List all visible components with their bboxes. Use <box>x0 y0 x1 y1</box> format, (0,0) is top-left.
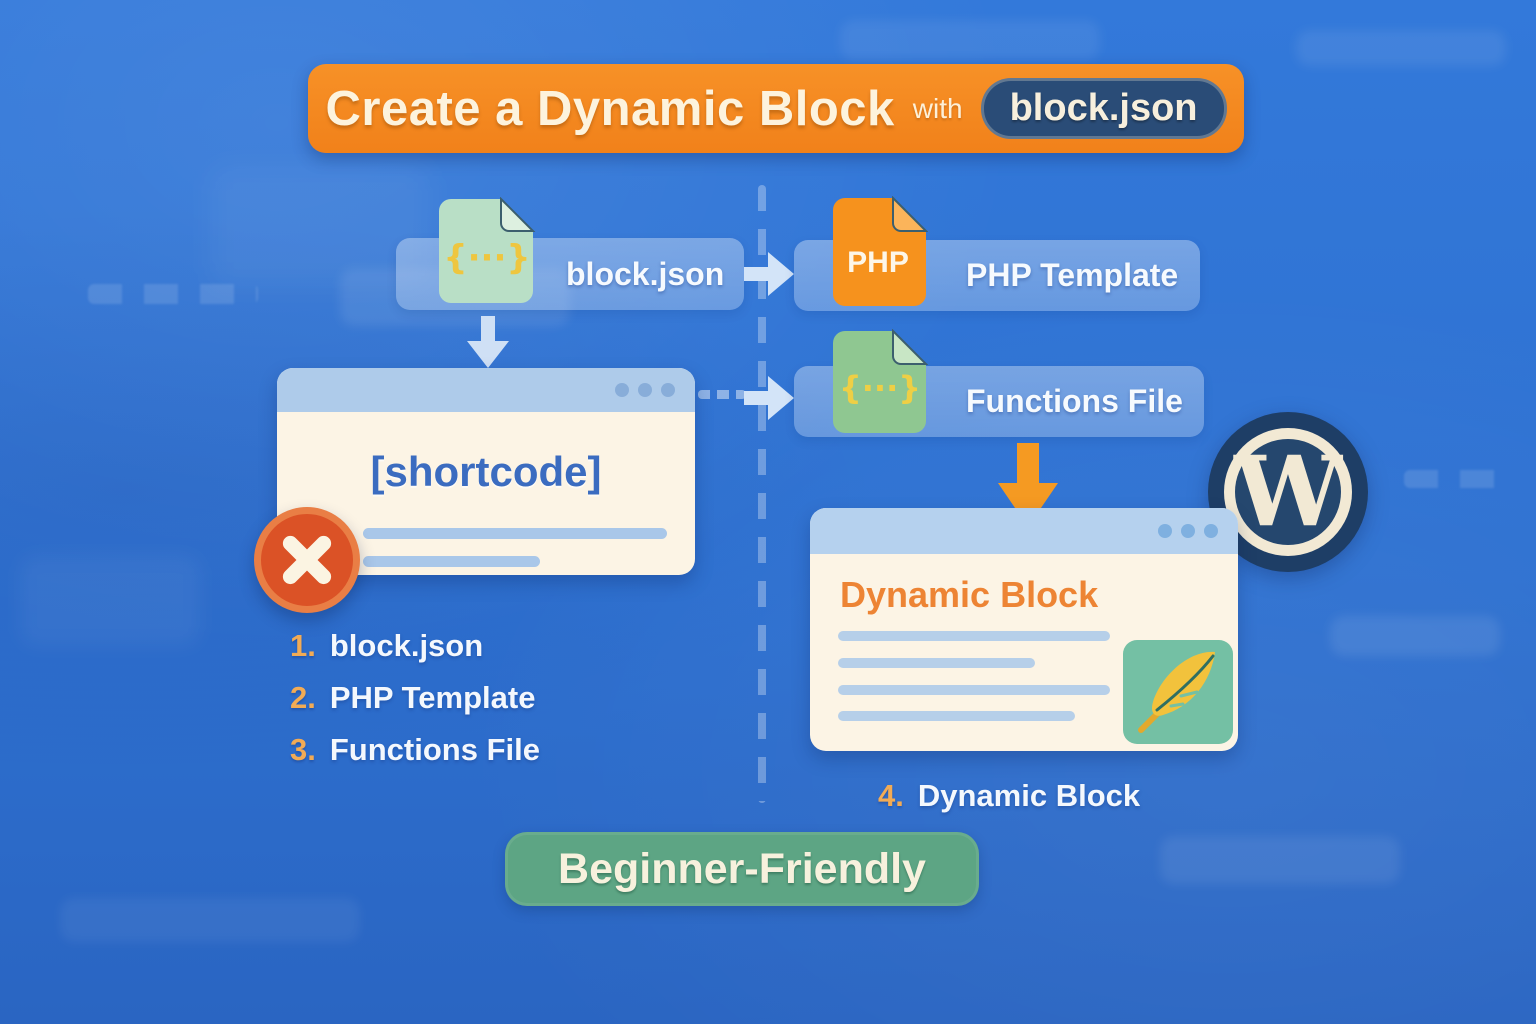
background-decor <box>1160 836 1400 884</box>
center-divider <box>758 185 766 803</box>
step-item-2: 2. PHP Template <box>290 672 540 724</box>
window-dot <box>1181 524 1195 538</box>
json-file-icon: {···} <box>439 197 536 303</box>
dashed-connector <box>698 390 746 399</box>
window-dot <box>1204 524 1218 538</box>
background-decor <box>210 166 430 286</box>
background-decor <box>60 898 360 942</box>
arrow-down-orange-icon <box>998 443 1058 527</box>
skeleton-line <box>838 658 1035 668</box>
dynamic-block-title: Dynamic Block <box>840 574 1099 615</box>
window-dot <box>615 383 629 397</box>
step-label: block.json <box>329 628 484 663</box>
dynamic-block-window: Dynamic Block <box>810 508 1238 751</box>
blockjson-badge: block.json <box>980 78 1227 139</box>
json-glyph: {···} <box>443 238 530 278</box>
skeleton-line <box>363 528 667 539</box>
functions-file-icon: {···} <box>833 329 928 433</box>
php-icon-text: PHP <box>847 246 909 279</box>
step-item-1: 1. block.json <box>290 620 540 672</box>
error-x-icon <box>254 507 360 613</box>
step-label: Dynamic Block <box>917 778 1141 813</box>
arrow-right-icon <box>744 252 794 296</box>
steps-list: 1. block.json 2. PHP Template 3. Functio… <box>290 620 540 776</box>
beginner-friendly-badge: Beginner-Friendly <box>505 832 979 906</box>
step-number: 1. <box>290 628 316 663</box>
background-decor <box>1330 616 1500 656</box>
background-decor <box>1404 470 1514 488</box>
wordpress-w-letter: W <box>1233 435 1343 548</box>
background-decor <box>20 556 200 646</box>
beginner-friendly-label: Beginner-Friendly <box>558 844 926 893</box>
feather-icon <box>1123 640 1233 744</box>
php-template-row-label: PHP Template <box>966 257 1179 293</box>
skeleton-line <box>838 685 1110 695</box>
functions-file-row-label: Functions File <box>966 383 1183 419</box>
shortcode-text: [shortcode] <box>370 448 602 495</box>
step-label: PHP Template <box>329 680 536 715</box>
step-number: 2. <box>290 680 316 715</box>
background-decor <box>88 284 258 304</box>
window-dot <box>1158 524 1172 538</box>
step-number: 3. <box>290 732 316 767</box>
functions-glyph: {···} <box>839 369 921 407</box>
php-file-icon: PHP <box>833 196 928 306</box>
banner-connector-text: with <box>912 92 963 124</box>
title-banner: Create a Dynamic Block with block.json <box>308 64 1244 153</box>
skeleton-line <box>838 711 1075 721</box>
window-dots <box>1158 524 1218 538</box>
arrow-right-icon <box>744 376 794 420</box>
step-item-3: 3. Functions File <box>290 724 540 776</box>
background-decor <box>840 20 1100 60</box>
background-decor <box>1296 30 1506 66</box>
blockjson-row-label: block.json <box>566 255 725 292</box>
step-item-4: 4. Dynamic Block <box>878 770 1140 822</box>
step-label: Functions File <box>329 732 540 767</box>
arrow-down-icon <box>467 316 509 368</box>
banner-title: Create a Dynamic Block <box>325 81 895 136</box>
skeleton-line <box>838 631 1110 641</box>
window-dot <box>661 383 675 397</box>
window-dots <box>615 383 675 397</box>
skeleton-line <box>363 556 540 567</box>
wordpress-logo: W <box>1208 412 1368 572</box>
step-number: 4. <box>878 778 904 813</box>
window-dot <box>638 383 652 397</box>
